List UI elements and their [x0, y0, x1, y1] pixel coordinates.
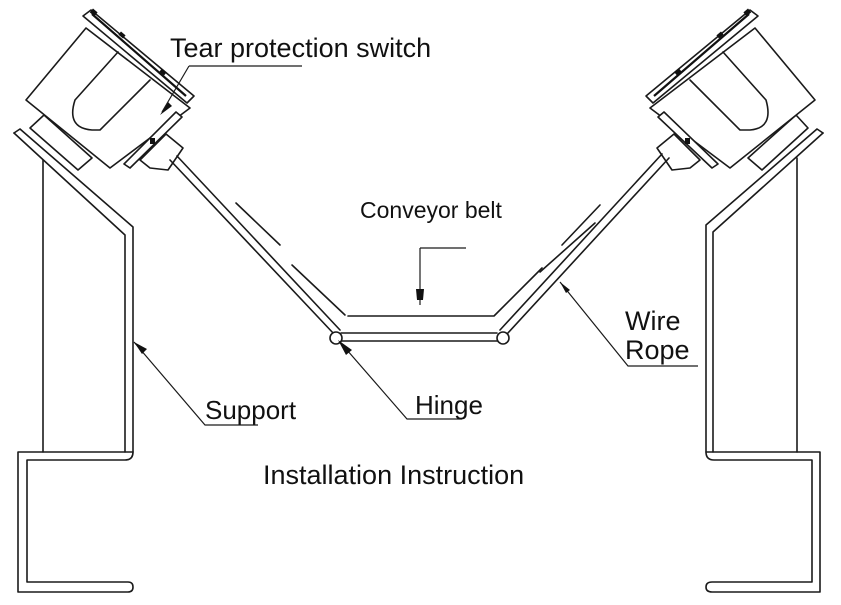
- left-support: [13, 128, 134, 593]
- diagram-title: Installation Instruction: [263, 460, 524, 490]
- conveyor-belt: [235, 202, 601, 317]
- label-support: Support: [205, 395, 297, 425]
- label-conveyor-belt: Conveyor belt: [360, 197, 503, 223]
- label-tear-protection-switch: Tear protection switch: [170, 33, 431, 63]
- label-wire-rope-line1: Wire: [625, 306, 681, 336]
- right-tear-switch: [645, 8, 816, 171]
- hinge-right: [496, 331, 510, 345]
- label-wire-rope-line2: Rope: [625, 335, 690, 365]
- right-support: [705, 128, 824, 593]
- wire-rope: [169, 153, 670, 342]
- label-hinge: Hinge: [415, 390, 483, 420]
- left-tear-switch: [25, 8, 195, 171]
- leader-lines: [133, 65, 698, 426]
